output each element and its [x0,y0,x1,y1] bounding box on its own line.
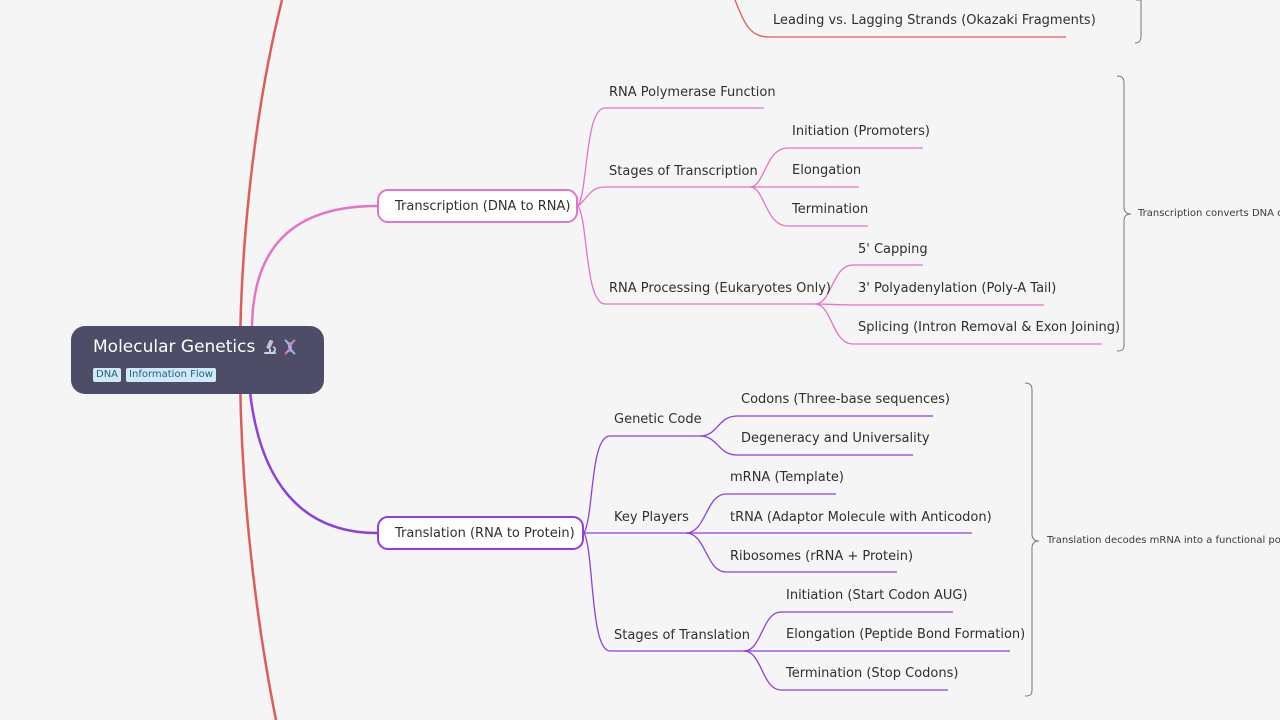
translation-bracket [1024,382,1040,697]
dna-icon [284,339,296,355]
node-key-players[interactable]: Key Players [614,510,689,525]
node-stages-of-transcription[interactable]: Stages of Transcription [609,164,758,179]
transcription-bracket [1116,75,1132,352]
node-stages-of-translation[interactable]: Stages of Translation [614,628,750,643]
node-codons[interactable]: Codons (Three-base sequences) [741,392,950,407]
node-ribosomes[interactable]: Ribosomes (rRNA + Protein) [730,549,914,564]
node-transcription-initiation[interactable]: Initiation (Promoters) [792,124,930,139]
tag-dna[interactable]: DNA [93,368,122,382]
top-bracket [1134,0,1142,44]
node-genetic-code[interactable]: Genetic Code [614,412,702,427]
summary-transcription[interactable]: Transcription converts DNA c [1138,208,1280,219]
node-degeneracy-universality[interactable]: Degeneracy and Universality [741,431,930,446]
root-node[interactable]: Molecular Genetics DNA Information Flow [71,326,324,394]
connector-root-translation [248,391,378,535]
tag-information-flow[interactable]: Information Flow [126,368,216,382]
node-5-capping[interactable]: 5' Capping [858,242,928,257]
microscope-icon [264,339,277,354]
node-transcription-elongation[interactable]: Elongation [792,163,862,178]
connector-top-leaf [734,0,1066,38]
node-rna-processing[interactable]: RNA Processing (Eukaryotes Only) [609,281,831,296]
node-translation-initiation[interactable]: Initiation (Start Codon AUG) [786,588,968,603]
branch-translation[interactable]: Translation (RNA to Protein) [377,516,584,550]
node-trna[interactable]: tRNA (Adaptor Molecule with Anticodon) [730,510,992,525]
node-translation-termination[interactable]: Termination (Stop Codons) [786,666,959,681]
node-mrna[interactable]: mRNA (Template) [730,470,844,485]
node-rna-polymerase-function[interactable]: RNA Polymerase Function [609,85,776,100]
root-title: Molecular Genetics [93,337,256,357]
connector-root-transcription [250,204,378,331]
summary-translation[interactable]: Translation decodes mRNA into a function… [1047,535,1280,546]
node-3-polyadenylation[interactable]: 3' Polyadenylation (Poly-A Tail) [858,281,1057,296]
node-splicing[interactable]: Splicing (Intron Removal & Exon Joining) [858,320,1121,335]
node-translation-elongation[interactable]: Elongation (Peptide Bond Formation) [786,627,1026,642]
node-leading-lagging-strands[interactable]: Leading vs. Lagging Strands (Okazaki Fra… [773,13,1096,28]
node-transcription-termination[interactable]: Termination [792,202,869,217]
branch-transcription[interactable]: Transcription (DNA to RNA) [377,189,578,223]
